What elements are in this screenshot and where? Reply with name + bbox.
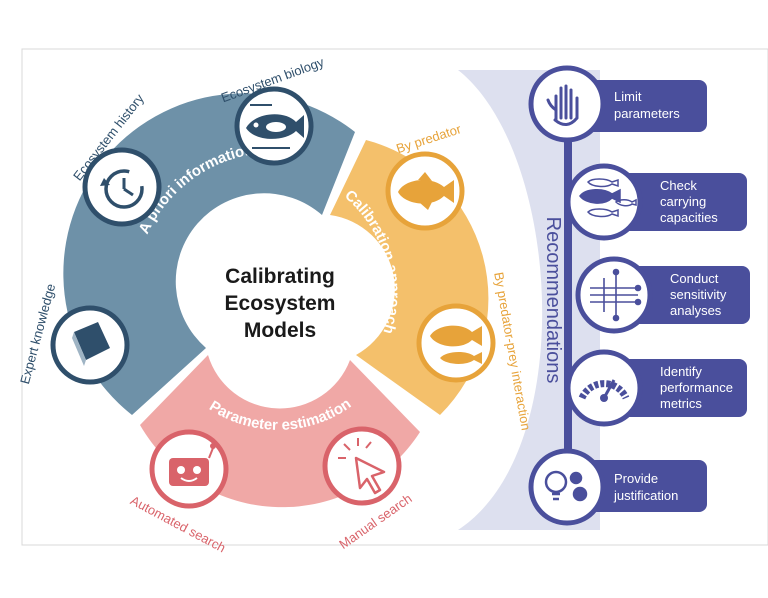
lightbulb-gears-icon (544, 470, 588, 502)
recommendation-pill-1 (585, 80, 707, 132)
recommendation-4-line2: performance (660, 380, 733, 395)
recommendation-item-2: Check carrying capacities (565, 163, 747, 241)
center-title-line3: Models (244, 319, 316, 342)
center-title-line2: Ecosystem (225, 292, 336, 315)
recommendation-2-line1: Check (660, 178, 697, 193)
fish-outline-icon (579, 178, 637, 218)
recommendation-pill-5 (585, 460, 707, 512)
recommendation-item-5: Provide justification (528, 448, 707, 526)
book-icon (72, 322, 110, 366)
cursor-click-icon (338, 438, 386, 495)
recommendation-item-1: Limit parameters (528, 65, 707, 143)
recommendations-title: Recommendations (542, 217, 564, 384)
recommendation-1-line2: parameters (614, 106, 680, 121)
cod-fish-icon (398, 172, 454, 210)
recommendation-2-line2: carrying (660, 194, 706, 209)
robot-icon (169, 443, 216, 486)
by-predator-prey-label: By predator-prey interaction (491, 271, 534, 432)
node-automated-search: Automated search (128, 429, 229, 555)
expert-knowledge-label: Expert knowledge (17, 282, 58, 386)
by-predator-label: By predator (394, 121, 463, 156)
recommendation-3-line3: analyses (670, 303, 722, 318)
center-title-line1: Calibrating (225, 265, 335, 288)
recommendation-3-line2: sensitivity (670, 287, 727, 302)
recommendation-5-line2: justification (613, 488, 678, 503)
predator-prey-fish-icon (430, 325, 482, 364)
center-circle (202, 222, 358, 378)
clock-history-icon (100, 169, 144, 209)
hand-icon (546, 84, 579, 126)
recommendation-5-line1: Provide (614, 471, 658, 486)
diagram-frame (21, 48, 768, 546)
recommendation-4-line1: Identify (660, 364, 702, 379)
recommendation-1-line1: Limit (614, 89, 642, 104)
fish-anatomy-icon (246, 104, 304, 149)
circuit-icon (590, 268, 642, 322)
gauge-icon (578, 379, 630, 402)
recommendation-3-line1: Conduct (670, 271, 719, 286)
recommendation-item-3: Conduct sensitivity analyses (575, 256, 750, 334)
recommendation-item-4: Identify performance metrics (565, 349, 747, 427)
node-by-predator: By predator (385, 121, 465, 231)
recommendation-2-line3: capacities (660, 210, 718, 225)
recommendation-4-line3: metrics (660, 396, 702, 411)
